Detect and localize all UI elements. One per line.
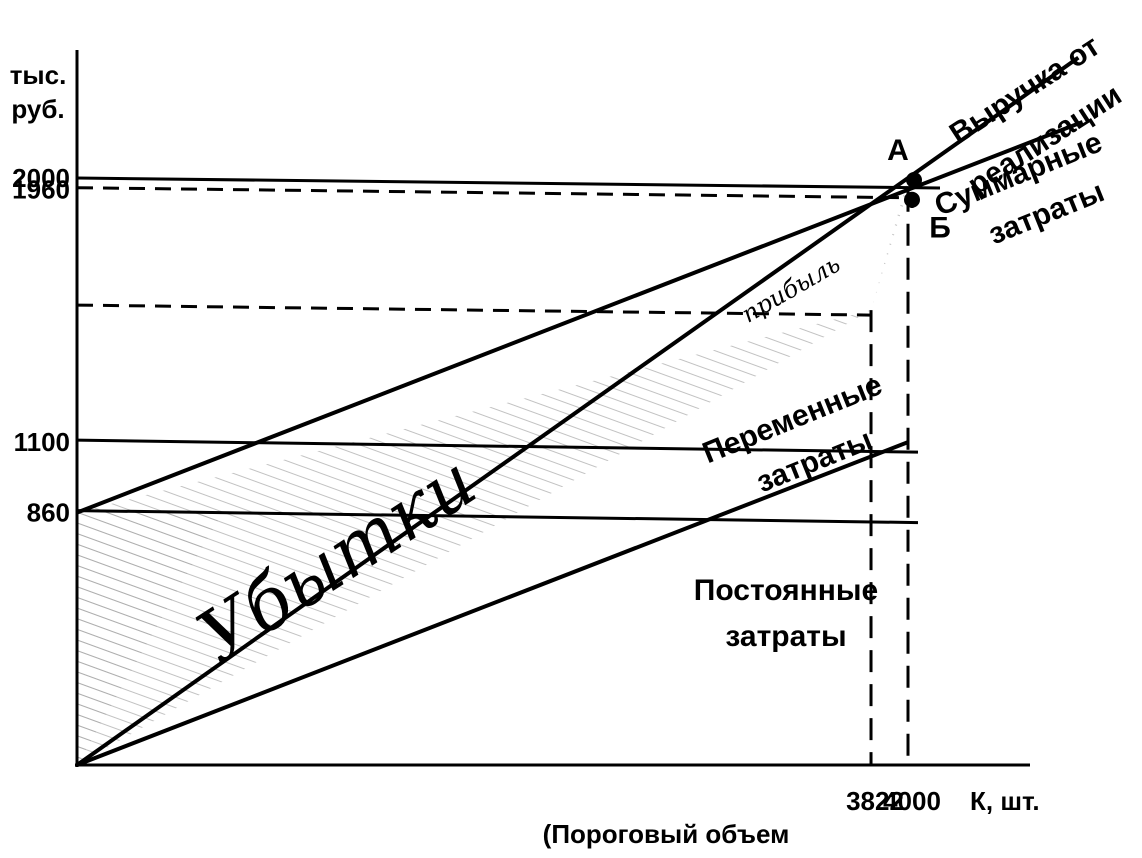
level-line-1100 bbox=[76, 438, 919, 454]
y-tick-label: 2000 bbox=[12, 163, 70, 193]
x-tick-label: 4000 bbox=[883, 786, 941, 816]
y-tick-label: 1960 bbox=[12, 175, 70, 205]
loss-region bbox=[77, 310, 872, 765]
fixed-cost-region bbox=[77, 512, 223, 765]
series-line-variable-costs bbox=[76, 440, 909, 767]
y-tick-label: 1100 bbox=[14, 427, 70, 457]
point-b-label: Б bbox=[929, 212, 951, 245]
series-label-fixed-costs-line2: затраты bbox=[725, 620, 846, 653]
series-label-fixed-costs-line1: Постоянные bbox=[694, 574, 878, 607]
guide-line-1960 bbox=[76, 186, 909, 200]
y-axis-label-line1: тыс. bbox=[10, 60, 67, 90]
profit-region bbox=[871, 178, 908, 311]
x-tick-label: 3822 bbox=[846, 786, 904, 816]
guide-line-breakeven-horizontal bbox=[76, 303, 872, 317]
level-line-860 bbox=[76, 509, 919, 525]
y-tick-label: 860 bbox=[27, 498, 70, 528]
x-tick-note: (Пороговый объем bbox=[543, 819, 790, 849]
level-line-2000 bbox=[76, 176, 941, 190]
point-a-label: А bbox=[887, 134, 909, 167]
x-axis-label: К, шт. bbox=[970, 786, 1040, 816]
y-axis-label-line2: руб. bbox=[11, 94, 64, 124]
point-a bbox=[906, 172, 922, 188]
